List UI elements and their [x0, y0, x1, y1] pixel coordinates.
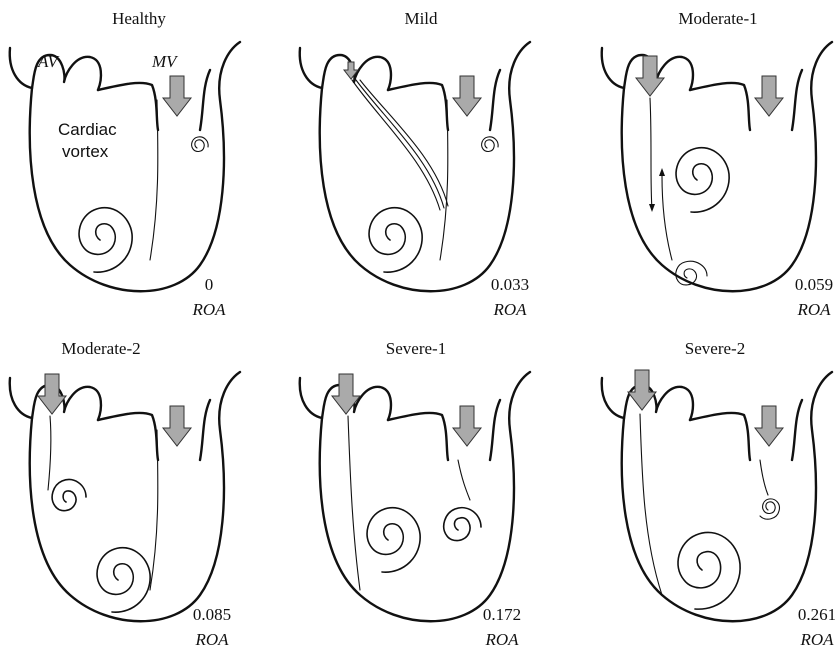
roa-label: ROA [484, 630, 519, 649]
vortex-spiral [367, 508, 420, 572]
small-vortex [760, 499, 779, 519]
panel-title: Mild [404, 9, 438, 28]
panel-moderate-2: Moderate-2 0.085 ROA [10, 339, 240, 649]
vortex-spiral [678, 532, 740, 609]
mitral-inflow-arrow [163, 406, 191, 446]
roa-label: ROA [191, 300, 226, 319]
panel-moderate-1: Moderate-1 0.059 ROA [602, 9, 833, 319]
small-vortex [192, 137, 209, 152]
roa-value: 0.033 [491, 275, 529, 294]
mitral-inflow-arrow [755, 76, 783, 116]
mitral-inflow-arrow [453, 76, 481, 116]
panel-title: Moderate-1 [678, 9, 757, 28]
flow-line [760, 460, 768, 495]
roa-label: ROA [194, 630, 229, 649]
regurgitant-jet-1 [352, 80, 440, 210]
flow-line [458, 460, 470, 500]
apical-vortex [676, 261, 707, 285]
regurgitant-jet [650, 98, 652, 210]
small-vortex [482, 137, 499, 152]
vortex-spiral [97, 548, 150, 612]
vortex-label-2: vortex [62, 142, 109, 161]
regurgitant-jet-2 [356, 80, 444, 208]
roa-label: ROA [799, 630, 834, 649]
return-flow [662, 176, 672, 260]
regurgitant-jet [48, 416, 51, 490]
panel-mild: Mild 0.033 ROA [300, 9, 530, 319]
panel-severe-2: Severe-2 0.261 ROA [602, 339, 835, 649]
roa-value: 0.059 [795, 275, 833, 294]
panel-severe-1: Severe-1 0.172 ROA [300, 339, 530, 649]
roa-value: 0.172 [483, 605, 521, 624]
roa-label: ROA [796, 300, 831, 319]
panel-title: Severe-2 [685, 339, 745, 358]
av-label: AV [37, 52, 61, 71]
roa-value: 0 [205, 275, 214, 294]
mitral-inflow-arrow [453, 406, 481, 446]
roa-label: ROA [492, 300, 527, 319]
mitral-inflow-arrow [163, 76, 191, 116]
mitral-inflow-arrow [755, 406, 783, 446]
regurgitant-arrow [636, 56, 664, 96]
roa-value: 0.085 [193, 605, 231, 624]
regurgitant-jet [348, 416, 360, 590]
jet-return-arrowhead [659, 168, 665, 176]
vortex-spiral [676, 148, 729, 212]
second-vortex [444, 508, 481, 541]
jet-arrowhead [649, 204, 655, 212]
vortex-label-1: Cardiac [58, 120, 117, 139]
roa-value: 0.261 [798, 605, 835, 624]
regurgitant-jet-3 [360, 80, 448, 206]
regurgitant-jet [640, 414, 662, 595]
vortex-spiral [79, 208, 132, 272]
upper-vortex [52, 480, 86, 511]
panel-healthy: Healthy AV MV Cardiac vortex 0 ROA [10, 9, 240, 319]
mv-label: MV [151, 52, 179, 71]
panel-title: Severe-1 [386, 339, 446, 358]
vortex-spiral [369, 208, 422, 272]
panel-title: Healthy [112, 9, 166, 28]
panel-title: Moderate-2 [61, 339, 140, 358]
